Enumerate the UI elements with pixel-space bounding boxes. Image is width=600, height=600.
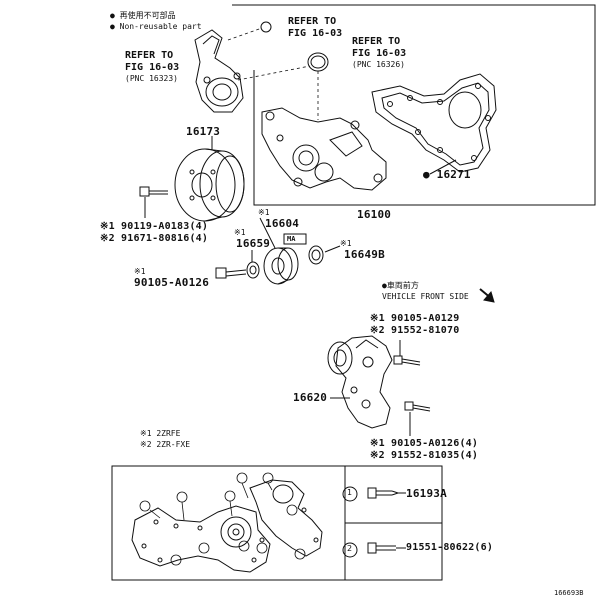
idler-collar-16659[interactable]: [246, 261, 260, 279]
inset-pump-assembly[interactable]: [131, 479, 323, 573]
idler-cover-16649b[interactable]: [308, 245, 324, 265]
ref-right-line2[interactable]: FIG 16-03: [288, 28, 343, 39]
bottom-inset-frame: [111, 465, 443, 581]
ref-mid-line1[interactable]: REFER TO: [352, 36, 401, 47]
part-16173[interactable]: 16173: [186, 125, 221, 138]
part-16604-mark: ※1: [258, 208, 270, 217]
front-note-jp: ●車両前方: [382, 281, 419, 290]
inset-callouts: [139, 472, 306, 566]
front-note-en: VEHICLE FRONT SIDE: [382, 292, 469, 301]
idler-pulley-16604[interactable]: [263, 247, 299, 285]
engine-note-2: ※2 2ZR-FXE: [140, 440, 191, 449]
part-90105-mark: ※1: [134, 267, 146, 276]
engine-note-1: ※1 2ZRFE: [140, 429, 181, 438]
legend-circle-1: [342, 486, 358, 502]
dashed-leaders: [227, 27, 319, 120]
part-16649b[interactable]: 16649B: [344, 248, 385, 261]
water-inlet-housing[interactable]: [194, 29, 244, 113]
ref-mid-line2[interactable]: FIG 16-03: [352, 48, 407, 59]
bracket-bolt-upper-pn-1[interactable]: ※1 90105-A0129: [370, 313, 460, 324]
ref-mid-line3[interactable]: (PNC 16326): [352, 60, 405, 69]
part-91551-80622[interactable]: 91551-80622(6): [406, 542, 494, 553]
legend-line-jp: ● 再使用不可部品: [110, 11, 176, 20]
ref-left-line3[interactable]: (PNC 16323): [125, 74, 178, 83]
legend-callout-1: 1: [347, 488, 353, 497]
bracket-bolt-upper[interactable]: [393, 355, 421, 366]
ref-left-line1[interactable]: REFER TO: [125, 50, 174, 61]
leader-16649b: [324, 245, 341, 253]
part-16659-mark: ※1: [234, 228, 246, 237]
water-pump-gasket[interactable]: [371, 73, 497, 173]
water-pump-pulley[interactable]: [174, 148, 245, 222]
bracket-bolt-lower[interactable]: [404, 401, 431, 412]
pulley-bolt[interactable]: [139, 186, 168, 197]
ma-label: MA: [287, 235, 296, 243]
diagram-id: 166693B: [554, 589, 584, 597]
pulley-bolt-pn-1[interactable]: ※1 90119-A0183(4): [100, 221, 209, 232]
part-16659[interactable]: 16659: [236, 237, 271, 250]
part-16100[interactable]: 16100: [357, 208, 392, 221]
part-16649b-mark: ※1: [340, 239, 352, 248]
part-16193a[interactable]: 16193A: [406, 487, 447, 500]
ref-right-line1[interactable]: REFER TO: [288, 16, 337, 27]
legend-line-en: ● Non-reusable part: [110, 22, 202, 31]
leader-16271: [429, 159, 457, 175]
part-16604[interactable]: 16604: [265, 217, 300, 230]
ma-box: [283, 233, 307, 245]
pump-o-ring[interactable]: [307, 52, 329, 72]
bolt-16193a[interactable]: [367, 487, 399, 499]
bolt-91551[interactable]: [367, 542, 396, 554]
pulley-bolt-pn-2[interactable]: ※2 91671-80816(4): [100, 233, 209, 244]
legend-callout-2: 2: [347, 544, 353, 553]
bracket-bolt-lower-pn-1[interactable]: ※1 90105-A0126(4): [370, 438, 479, 449]
part-16620[interactable]: 16620: [293, 391, 328, 404]
ref-left-line2[interactable]: FIG 16-03: [125, 62, 180, 73]
idler-bolt-90105[interactable]: [215, 267, 247, 279]
part-90105-a0126[interactable]: 90105-A0126: [134, 276, 210, 289]
bracket-bolt-lower-pn-2[interactable]: ※2 91552-81035(4): [370, 450, 479, 461]
idler-bracket[interactable]: [327, 335, 393, 429]
leader-16604: [259, 217, 276, 249]
inlet-o-ring[interactable]: [260, 21, 272, 33]
water-pump-body[interactable]: [261, 107, 387, 191]
part-16271[interactable]: ● 16271: [423, 168, 471, 181]
bracket-bolt-upper-pn-2[interactable]: ※2 91552-81070: [370, 325, 460, 336]
vehicle-front-arrow: [479, 288, 495, 303]
water-pump-box-frame: [232, 4, 596, 206]
legend-circle-2: [342, 542, 358, 558]
